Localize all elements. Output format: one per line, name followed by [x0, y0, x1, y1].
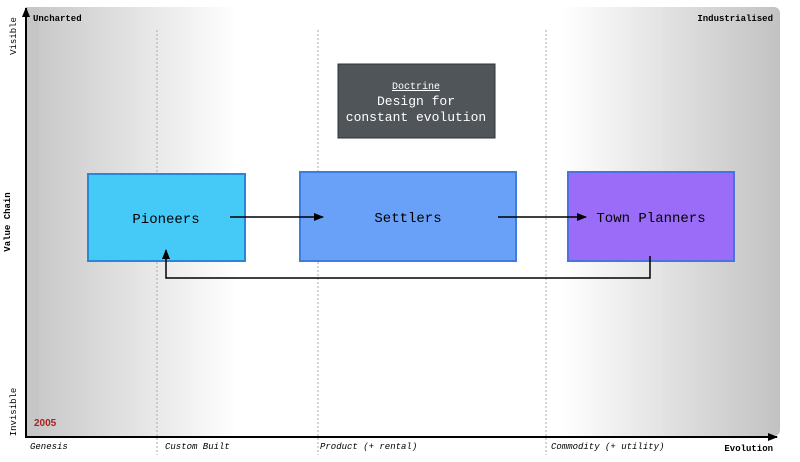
doctrine-box: Doctrine Design for constant evolution — [337, 63, 496, 139]
node-town-planners[interactable]: Town Planners — [567, 171, 735, 262]
doctrine-line-1: Design for — [377, 94, 455, 109]
node-pioneers[interactable]: Pioneers — [87, 173, 246, 262]
year-label: 2005 — [34, 418, 57, 429]
settlers-label: Settlers — [374, 211, 441, 227]
pioneers-label: Pioneers — [132, 212, 199, 228]
town-planners-label: Town Planners — [596, 211, 705, 227]
industrialised-label: Industrialised — [697, 14, 773, 24]
arrow-town-planners-to-pioneers — [162, 249, 651, 279]
stage-genesis: Genesis — [30, 442, 68, 452]
visible-label: Visible — [9, 17, 19, 55]
doctrine-line-2: constant evolution — [346, 110, 486, 125]
invisible-label: Invisible — [9, 388, 19, 437]
uncharted-label: Uncharted — [33, 14, 82, 24]
stage-commodity: Commodity (+ utility) — [551, 442, 664, 452]
stage-product: Product (+ rental) — [320, 442, 417, 452]
evolution-label: Evolution — [724, 444, 773, 454]
node-settlers[interactable]: Settlers — [299, 171, 517, 262]
value-chain-label: Value Chain — [3, 192, 13, 251]
stage-custom-built: Custom Built — [165, 442, 230, 452]
doctrine-heading: Doctrine — [392, 81, 440, 93]
